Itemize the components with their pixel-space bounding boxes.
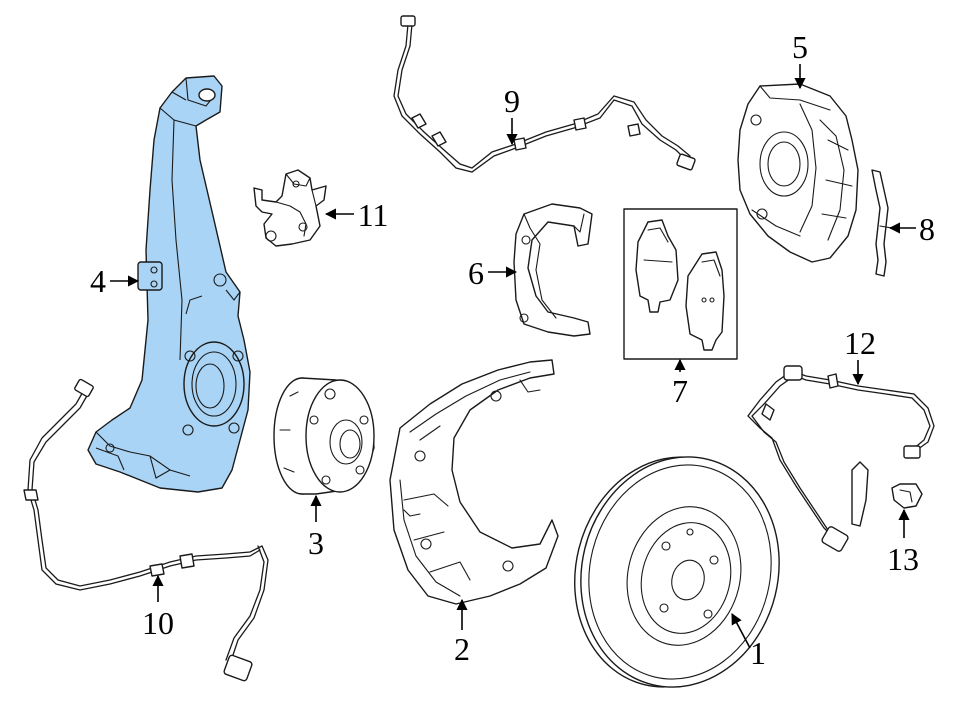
steering-knuckle-part[interactable] xyxy=(87,75,251,493)
callout-6: 6 xyxy=(468,255,484,291)
callout-11: 11 xyxy=(358,197,389,233)
caliper-bracket-part[interactable] xyxy=(513,203,593,337)
brake-pads-part[interactable] xyxy=(623,208,738,360)
callout-10: 10 xyxy=(142,605,174,641)
hub-bearing-part[interactable] xyxy=(273,377,375,495)
callout-12: 12 xyxy=(844,325,876,361)
wire-sensor-part-10[interactable] xyxy=(23,378,269,682)
callout-13: 13 xyxy=(887,541,919,577)
spring-clip-part[interactable] xyxy=(871,169,893,277)
callout-4: 4 xyxy=(90,263,106,299)
callout-3: 3 xyxy=(308,525,324,561)
callout-9: 9 xyxy=(504,83,520,119)
callout-7: 7 xyxy=(672,373,688,409)
wire-harness-part-9[interactable] xyxy=(393,15,696,173)
dust-shield-part[interactable] xyxy=(389,359,559,605)
brake-caliper-part[interactable] xyxy=(737,83,859,263)
callout-2: 2 xyxy=(454,631,470,667)
clip-part-13[interactable] xyxy=(891,483,923,509)
callout-5: 5 xyxy=(792,29,808,65)
bracket-part-11[interactable] xyxy=(253,169,327,247)
callout-1: 1 xyxy=(750,635,766,671)
callout-labels: 1 2 3 4 5 6 7 8 9 10 11 12 13 xyxy=(90,29,935,671)
brake-rotor-part[interactable] xyxy=(551,436,803,706)
callout-8: 8 xyxy=(919,211,935,247)
wire-sensor-part-12[interactable] xyxy=(747,365,935,552)
leader-lines xyxy=(110,64,916,649)
